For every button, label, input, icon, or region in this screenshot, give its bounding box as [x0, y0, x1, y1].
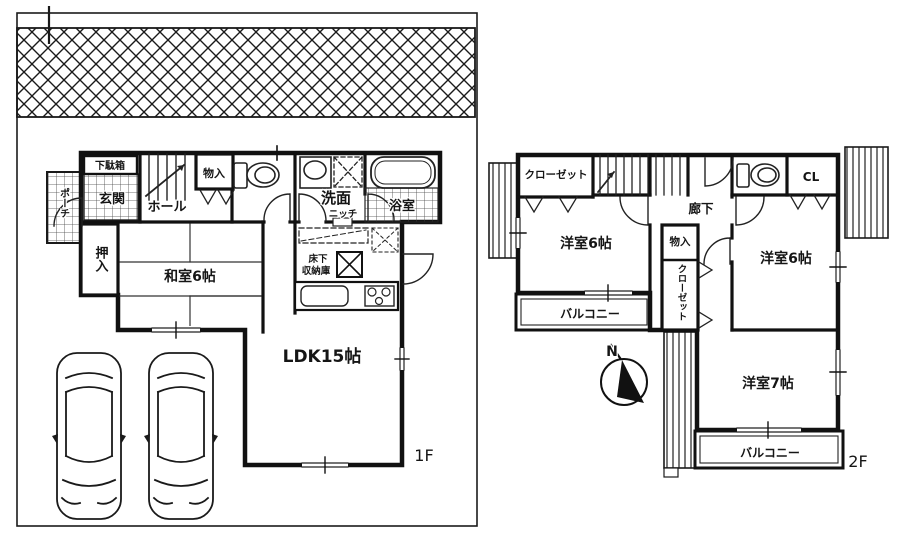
cl-label: CL: [803, 170, 820, 184]
storage-label-1f: 物入: [203, 166, 225, 180]
oshiire-box: [79, 222, 120, 297]
stove: [364, 285, 395, 307]
oshiire-label: 押入: [93, 245, 109, 272]
genkan-tile-floor: [83, 173, 139, 221]
room6-right-label: 洋室6帖: [760, 250, 812, 267]
floor1-stairs: [144, 153, 186, 201]
toilet-2f: [736, 163, 780, 188]
toilet-1f: [233, 162, 280, 189]
floor2-doors: [619, 157, 765, 265]
closet-column-label: クローゼット: [676, 264, 688, 321]
corridor-label: 廊下: [688, 201, 714, 216]
balcony-right-label: バルコニー: [740, 446, 800, 460]
compass-north-label: N: [606, 344, 618, 360]
floor1-label: 1F: [414, 446, 433, 465]
room7-label: 洋室7帖: [742, 375, 794, 392]
roof-strip-left: [488, 162, 518, 259]
balcony-left-box: [514, 292, 654, 332]
kitchen-sink: [300, 285, 349, 307]
kitchen: [293, 227, 400, 312]
closet-column-box: [660, 223, 700, 332]
hall-label: ホール: [147, 200, 186, 215]
room6-left-label: 洋室6帖: [560, 235, 612, 252]
tatami-room-label: 和室6帖: [164, 268, 216, 285]
washbasin: [299, 156, 332, 189]
balcony-right-box: [693, 429, 845, 470]
floor2-windows: [509, 217, 847, 439]
compass-icon: N: [600, 343, 648, 406]
storage-door-marks-1f: [199, 189, 235, 206]
floor2-plan: N クローゼット 廊下 物入 クローゼット CL 洋室6帖 洋室6帖 洋室7帖 …: [488, 146, 889, 478]
getabako-label: 下駄箱: [95, 159, 125, 172]
underfloor-label-2: 収納庫: [302, 265, 331, 277]
car-icon: [52, 352, 126, 520]
washer-pan: [333, 156, 363, 188]
car-icon: [144, 352, 218, 520]
roof-strip-step: [663, 467, 679, 478]
washroom-label: 洗面: [321, 189, 351, 207]
floor1-doors: [53, 193, 434, 285]
floor1-interior-walls: [79, 151, 404, 334]
floor2-stairs: [596, 154, 681, 196]
closet-top-label: クローゼット: [525, 168, 588, 181]
site-boundary: [16, 6, 478, 527]
floor2-label: 2F: [848, 452, 867, 471]
storage-label-2f: 物入: [670, 235, 691, 248]
genkan-label: 玄関: [99, 191, 125, 207]
floor1-plan: 下駄箱 玄関 ポーチ ホール 物入 洗面 ニッチ 浴室 押入 和室6帖 床下 収…: [46, 145, 443, 520]
floor1-storage-box: [194, 152, 235, 191]
porch-label: ポーチ: [58, 187, 70, 218]
niche-label: ニッチ: [329, 209, 358, 220]
underfloor-label-1: 床下: [308, 253, 328, 265]
roof-strip-middle: [663, 331, 698, 469]
roof-strip-right: [844, 146, 889, 239]
balcony-left-label: バルコニー: [560, 307, 620, 321]
ldk-label: LDK15帖: [283, 346, 362, 367]
shoe-cabinet: [82, 154, 139, 176]
niche-box: [332, 217, 353, 227]
bath-label: 浴室: [389, 198, 415, 214]
tatami-lines: [119, 223, 262, 329]
floor1-windows: [151, 145, 410, 474]
bathtub: [370, 156, 436, 189]
road-hatch-band: [16, 27, 476, 118]
